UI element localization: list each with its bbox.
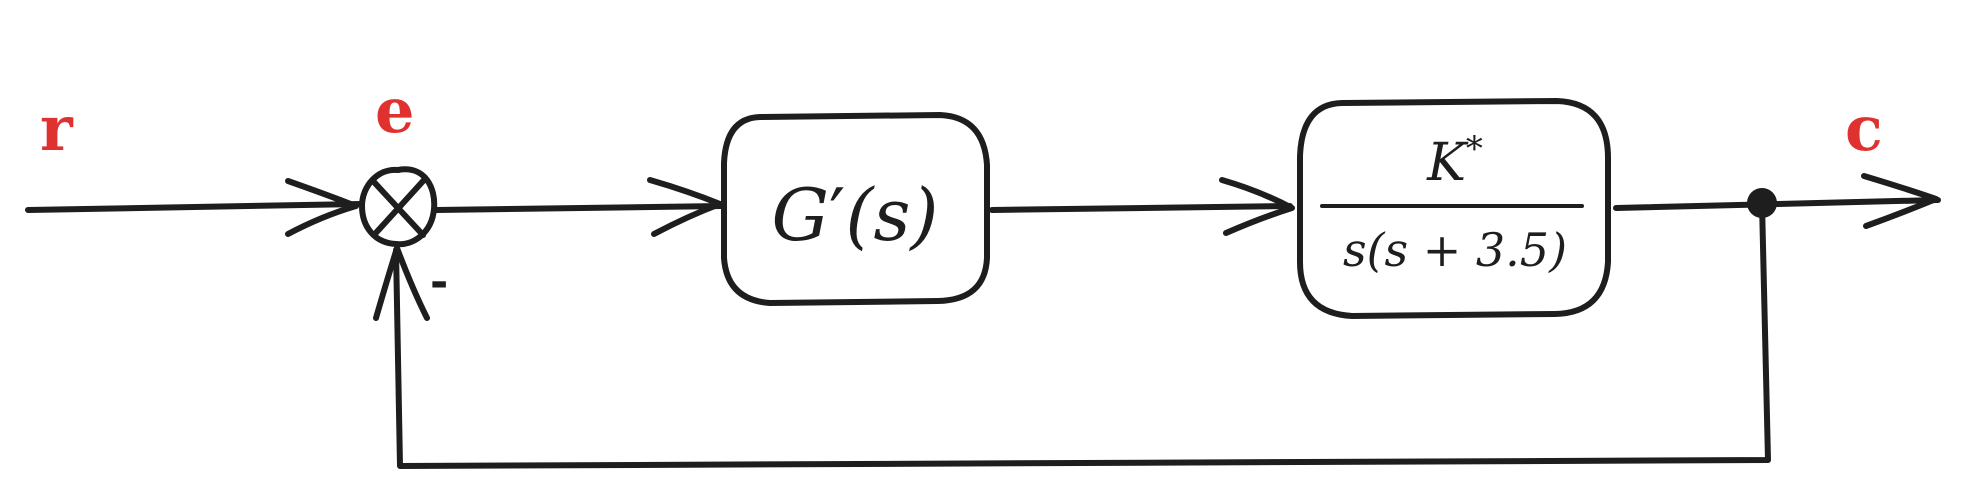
- controller-block: [721, 112, 990, 306]
- plant-transfer-function: K* s(s + 3.5): [1320, 129, 1584, 277]
- controller-output-arrowhead: [1219, 177, 1295, 236]
- output-signal-label: c: [1845, 92, 1883, 165]
- input-line: [25, 201, 363, 213]
- controller-output-line: [989, 203, 1293, 213]
- output-arrowhead: [1861, 173, 1939, 229]
- input-signal-label: r: [40, 92, 74, 165]
- plant-block: [1297, 98, 1611, 319]
- feedback-arrowhead: [373, 245, 430, 321]
- feedback-sign: -: [430, 257, 448, 308]
- feedback-line: [393, 200, 1771, 469]
- plant-denominator: s(s + 3.5): [1343, 223, 1567, 277]
- error-signal-label: e: [375, 74, 414, 147]
- error-arrowhead: [647, 177, 723, 237]
- error-line: [433, 203, 725, 213]
- output-line: [1613, 197, 1941, 211]
- controller-transfer-function: G′(s): [771, 173, 938, 257]
- plant-numerator: K*: [1426, 129, 1483, 193]
- summing-junction: [359, 166, 438, 248]
- input-arrowhead: [285, 178, 359, 237]
